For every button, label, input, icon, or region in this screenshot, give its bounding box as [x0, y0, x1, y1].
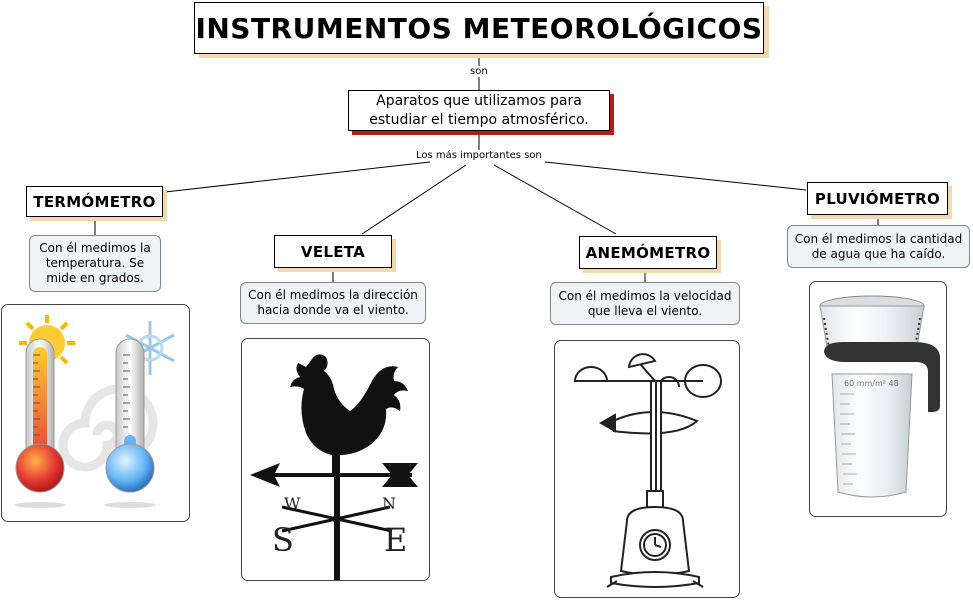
rooster-icon [290, 354, 408, 473]
info-pluviometro: Con él medimos la cantidad de agua que h… [787, 225, 970, 268]
map-title: INSTRUMENTOS METEOROLÓGICOS [194, 2, 764, 54]
concept-termometro: TERMÓMETRO [26, 186, 163, 217]
vane-letter-n: N [382, 494, 396, 513]
connector-termometro [164, 161, 431, 193]
definition-box: Aparatos que utilizamos para estudiar el… [348, 90, 610, 131]
hot-thermometer-icon [15, 338, 65, 493]
rain-gauge-image: 60 mm/m² 48 [809, 281, 947, 517]
weather-vane-image: W N S E [241, 338, 430, 581]
connector-pluviometro [544, 161, 807, 191]
anemometer-image [554, 340, 740, 598]
anemometer-icon [573, 353, 723, 588]
thermometers-image [1, 304, 190, 522]
connector-veleta [361, 164, 467, 235]
link-label-important: Los más importantes son [414, 150, 544, 161]
concept-veleta: VELETA [274, 235, 392, 268]
vane-letter-s: S [272, 521, 294, 559]
link-label-son: son [468, 66, 490, 77]
cold-thermometer-icon [105, 338, 155, 493]
rain-gauge-icon: 60 mm/m² 48 [819, 295, 940, 498]
info-anemometro: Con él medimos la velocidad que lleva el… [550, 282, 740, 325]
connector-anemometro [493, 164, 617, 235]
rain-gauge-scale-text: 60 mm/m² 48 [844, 379, 899, 388]
vane-letter-w: W [284, 494, 301, 513]
concept-pluviometro: PLUVIÓMETRO [807, 182, 948, 215]
vane-letter-e: E [384, 521, 407, 559]
concept-anemometro: ANEMÓMETRO [579, 236, 717, 269]
info-termometro: Con él medimos la temperatura. Se mide e… [29, 235, 161, 292]
info-veleta: Con él medimos la dirección hacia donde … [240, 282, 426, 324]
